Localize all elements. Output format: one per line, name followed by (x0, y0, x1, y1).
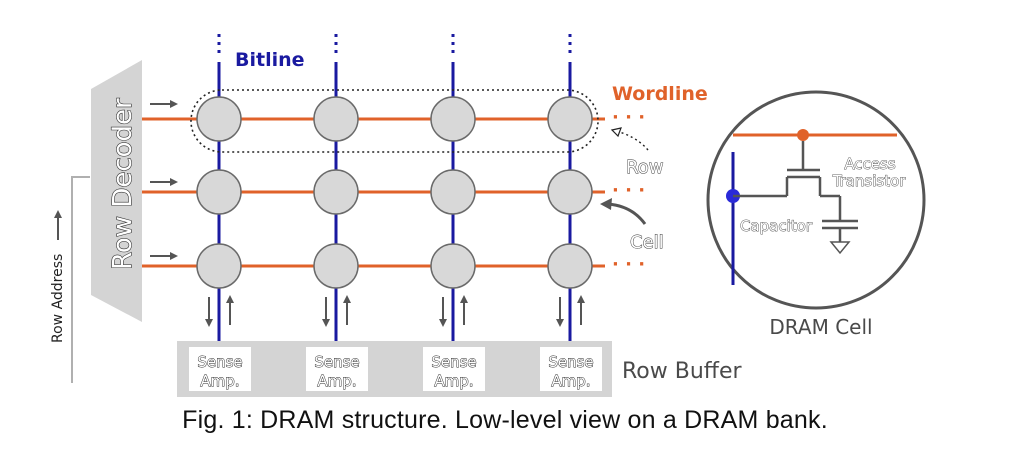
row-decoder-label: Row Decoder (108, 98, 138, 270)
memory-cell (196, 96, 242, 142)
memory-cell (547, 169, 593, 215)
sense-amp-label: Amp. (200, 372, 239, 390)
row-address-line (54, 176, 90, 383)
wordline-label: Wordline (612, 83, 708, 105)
sense-amplifiers: Sense Amp. Sense Amp. Sense Amp. Sense A… (189, 347, 602, 391)
row-address-label: Row Address (50, 254, 66, 343)
cell-label: Cell (630, 232, 664, 253)
curved-arrow-icon (607, 202, 647, 225)
bitlines (217, 34, 572, 345)
wordline-ellipsis: · · · (612, 107, 645, 128)
ground-icon (829, 241, 851, 255)
memory-cell (547, 243, 593, 289)
memory-cell (196, 243, 242, 289)
memory-cell (430, 96, 476, 142)
capacitor-label: Capacitor (740, 217, 813, 235)
memory-cell (313, 169, 359, 215)
memory-cell (547, 96, 593, 142)
curved-arrow-head (600, 198, 612, 210)
memory-cell (430, 169, 476, 215)
sense-amp (423, 347, 485, 391)
figure-caption: Fig. 1: DRAM structure. Low-level view o… (182, 406, 828, 434)
dram-diagram: Row Address Row Decoder Bitline · · · · … (50, 34, 926, 397)
row-decoder (91, 60, 142, 322)
row-buffer-label: Row Buffer (622, 359, 742, 384)
memory-cell (430, 243, 476, 289)
up-down-arrows-icon (205, 295, 585, 327)
sense-amp (189, 347, 251, 391)
dram-cell-detail: Access Transistor Capacitor (706, 90, 926, 310)
bitline-label: Bitline (235, 49, 305, 71)
dram-cell-label: DRAM Cell (769, 315, 872, 339)
wordline-ellipsis: · · · (612, 180, 645, 201)
cell-grid (196, 96, 593, 289)
row-label: Row (626, 157, 663, 178)
memory-cell (313, 243, 359, 289)
sense-amp-label: Sense (314, 353, 359, 371)
wordline-ellipsis: · · · (612, 254, 645, 275)
sense-amp-label: Sense (548, 353, 593, 371)
row-pointer-head (610, 127, 622, 138)
decoder-arrows (150, 100, 178, 260)
wordline-node (797, 129, 809, 141)
sense-amp-label: Amp. (551, 372, 590, 390)
dram-cell-circle (706, 90, 926, 310)
sense-amp (540, 347, 602, 391)
row-highlight (190, 89, 599, 153)
memory-cell (313, 96, 359, 142)
memory-cell (196, 169, 242, 215)
sense-amp-label: Amp. (434, 372, 473, 390)
sense-amp-label: Amp. (317, 372, 356, 390)
sense-amp (306, 347, 368, 391)
sense-amp-label: Sense (197, 353, 242, 371)
sense-amp-label: Sense (431, 353, 476, 371)
access-transistor-label: Transistor (832, 172, 907, 190)
access-transistor-label: Access (844, 155, 896, 173)
